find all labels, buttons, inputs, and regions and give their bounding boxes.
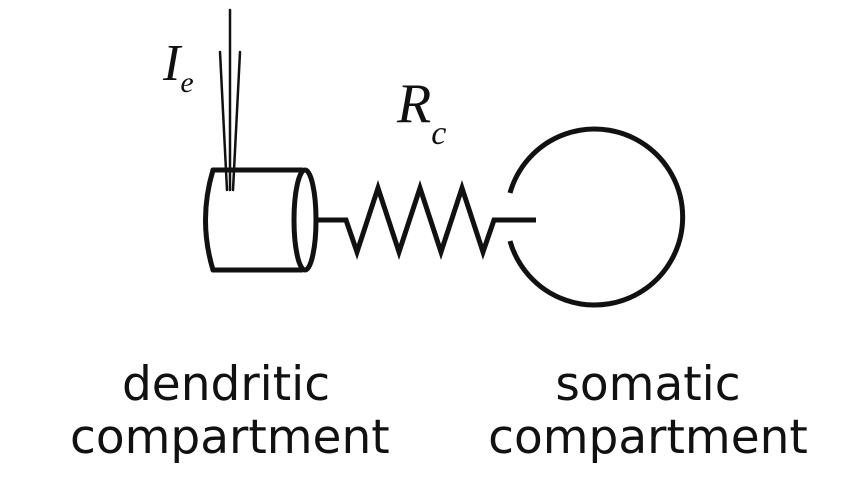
dendritic-compartment-icon xyxy=(203,167,319,273)
coupling-resistor-icon xyxy=(314,179,536,261)
dendritic-label-line2: compartment xyxy=(70,409,390,465)
electrode-current-label: Ie xyxy=(162,35,194,99)
electrode-current-symbol: I xyxy=(162,35,183,92)
coupling-resistance-symbol: R xyxy=(396,73,431,135)
coupling-resistance-subscript: c xyxy=(431,115,446,152)
dendritic-compartment-label: dendritic compartment xyxy=(70,357,390,465)
coupling-resistance-label: Rc xyxy=(396,73,446,152)
somatic-compartment-icon xyxy=(507,126,686,308)
dendritic-label-line1: dendritic xyxy=(121,357,331,412)
electrode-current-subscript: e xyxy=(180,66,193,99)
somatic-label-line1: somatic xyxy=(555,357,741,412)
electrode-icon xyxy=(218,8,242,192)
somatic-compartment-label: somatic compartment xyxy=(488,357,808,465)
somatic-label-line2: compartment xyxy=(488,409,808,465)
